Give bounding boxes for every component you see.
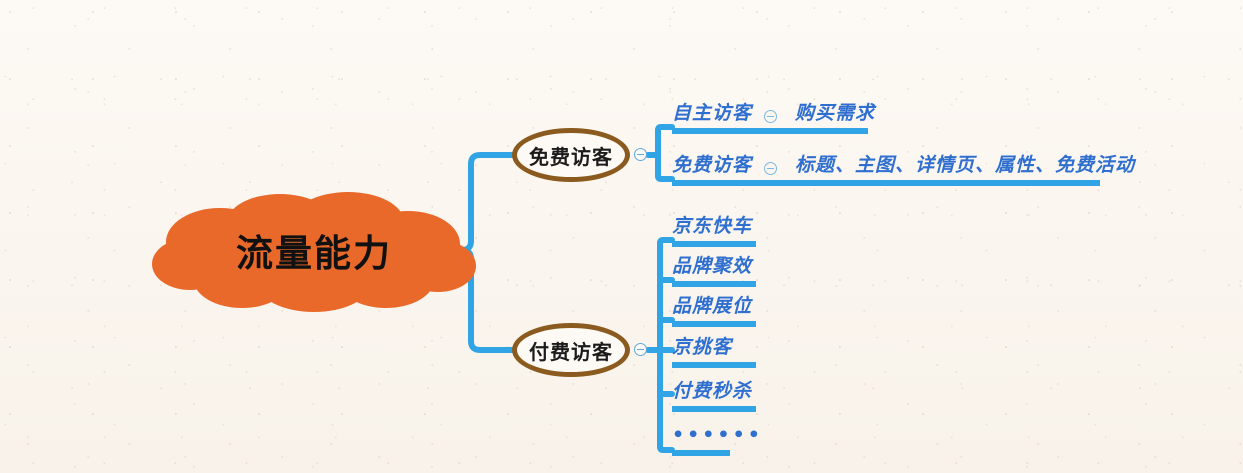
branch-node-label: 免费访客 [529, 144, 613, 169]
leaf-row-independent-visitors[interactable]: 自主访客 购买需求 [672, 100, 874, 134]
leaf-row-paid-flash-sale[interactable]: 付费秒杀 [672, 378, 756, 412]
leaf-row-brand-juxiao[interactable]: 品牌聚效 [672, 253, 756, 287]
leaf-row-ellipsis[interactable]: •••••• [672, 422, 760, 456]
branch-node-paid-visitors[interactable]: 付费访客 [512, 323, 630, 377]
collapse-toggle-icon-free[interactable] [634, 148, 647, 161]
leaf-label: 京东快车 [672, 215, 753, 237]
leaf-row-jd-express[interactable]: 京东快车 [672, 213, 756, 247]
central-node-label: 流量能力 [236, 232, 392, 275]
leaf-detail: 标题、主图、详情页、属性、免费活动 [795, 154, 1136, 176]
collapse-toggle-icon-paid[interactable] [634, 343, 647, 356]
leaf-label: 自主访客 [672, 102, 753, 124]
central-node[interactable]: 流量能力 [150, 188, 478, 312]
branch-node-free-visitors[interactable]: 免费访客 [512, 128, 630, 182]
collapse-toggle-icon-inline[interactable] [764, 110, 778, 123]
leaf-detail: 购买需求 [795, 102, 876, 124]
cloud-shape [152, 192, 476, 312]
leaf-label: •••••• [672, 424, 763, 446]
leaf-label: 免费访客 [672, 154, 753, 176]
leaf-row-free-visitors[interactable]: 免费访客 标题、主图、详情页、属性、免费活动 [672, 152, 1134, 186]
leaf-label: 品牌展位 [672, 295, 753, 317]
leaf-label: 付费秒杀 [672, 380, 753, 402]
leaf-row-brand-booth[interactable]: 品牌展位 [672, 293, 756, 327]
leaf-label: 品牌聚效 [672, 255, 753, 277]
collapse-toggle-icon-inline[interactable] [764, 162, 778, 175]
leaf-label: 京挑客 [672, 336, 733, 358]
leaf-row-jingtiaoke[interactable]: 京挑客 [672, 334, 756, 368]
branch-node-label: 付费访客 [529, 339, 613, 364]
